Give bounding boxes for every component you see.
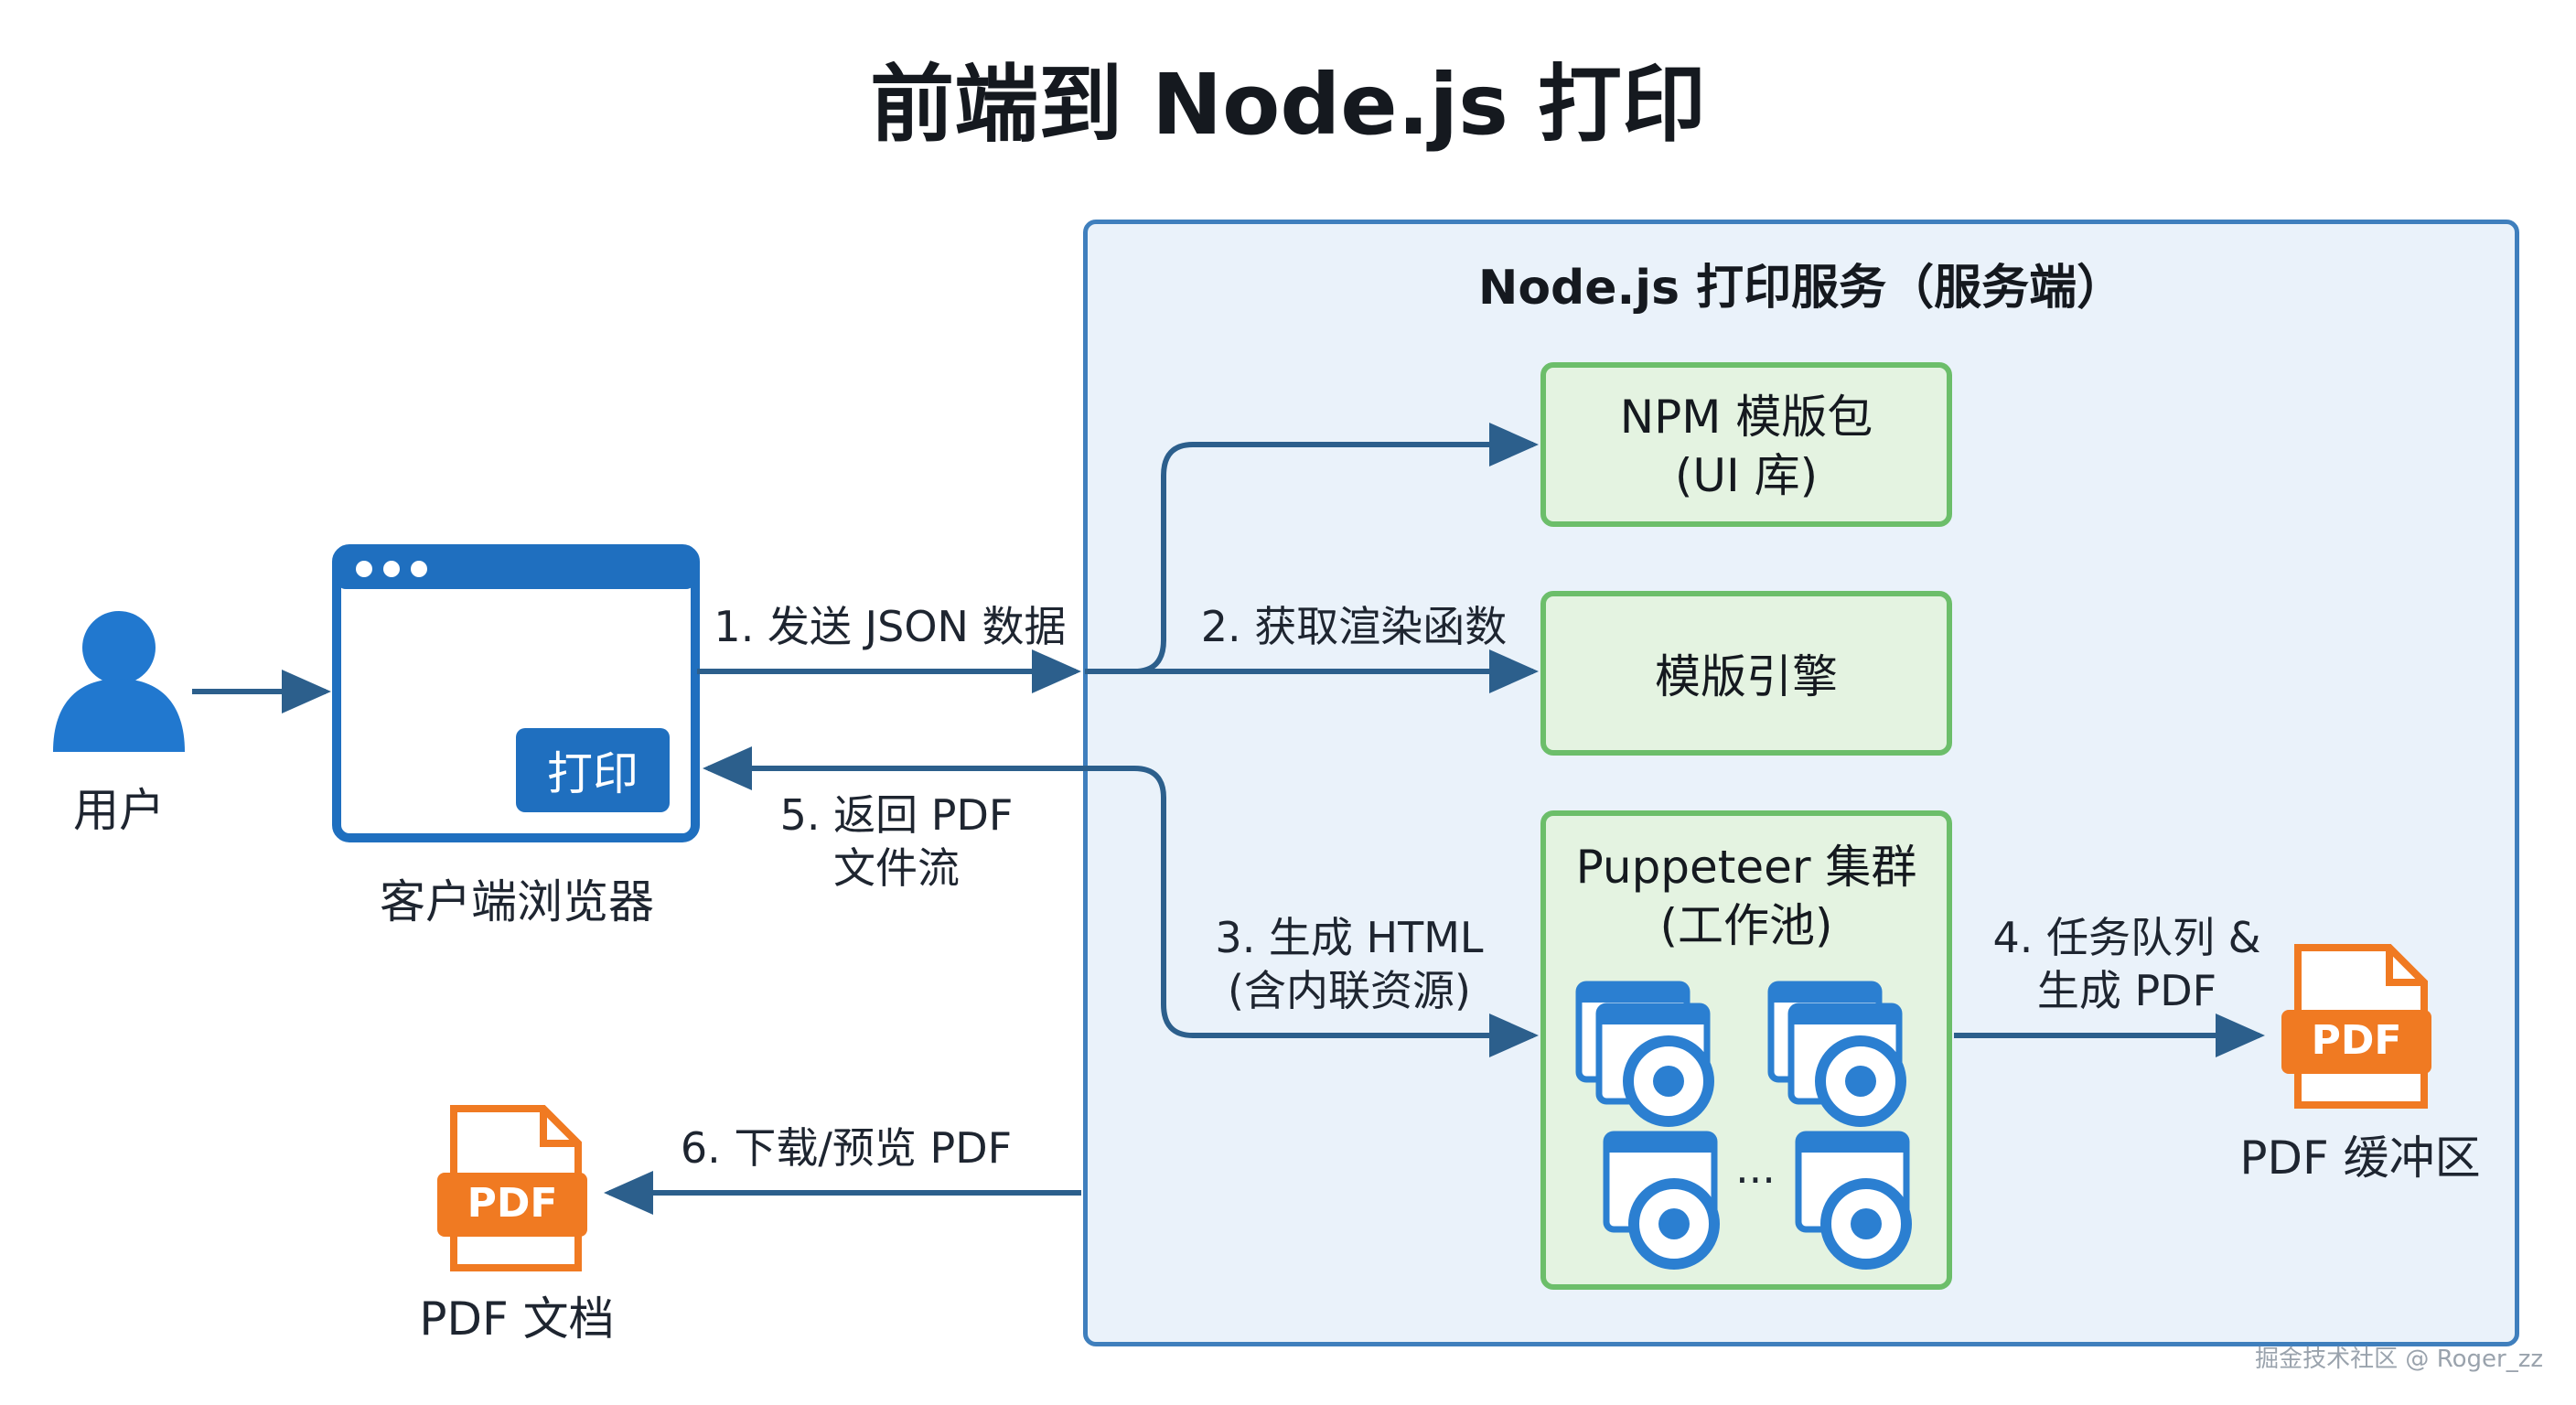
step6-label: 6. 下载/预览 PDF — [680, 1123, 1013, 1173]
watermark: 掘金技术社区 @ Roger_zz — [2255, 1346, 2543, 1373]
step4-line1: 4. 任务队列 & — [1992, 913, 2261, 962]
user-icon — [53, 611, 185, 752]
step5-line1: 5. 返回 PDF — [779, 790, 1014, 840]
diagram-title: 前端到 Node.js 打印 — [870, 56, 1706, 154]
browser-chrome-icon — [1767, 981, 1906, 1127]
step3-label: 3. 生成 HTML (含内联资源) — [1180, 911, 1519, 1017]
puppeteer-line1: Puppeteer 集群 — [1575, 841, 1917, 894]
step5-line2: 文件流 — [833, 843, 960, 893]
npm-box-line1: NPM 模版包 — [1619, 391, 1873, 444]
puppeteer-line2: (工作池) — [1659, 899, 1833, 952]
print-button-label: 打印 — [547, 747, 639, 800]
step2-label: 2. 获取渲染函数 — [1200, 602, 1508, 651]
template-engine-box: 模版引擎 — [1540, 591, 1952, 756]
user-label: 用户 — [73, 784, 165, 837]
npm-package-box: NPM 模版包 (UI 库) — [1540, 362, 1952, 527]
template-engine-label: 模版引擎 — [1655, 650, 1838, 703]
pdf-document-label: PDF 文档 — [419, 1292, 615, 1346]
pdf-doc-icon-text: PDF — [467, 1180, 558, 1227]
pdf-buffer-icon-text: PDF — [2311, 1017, 2402, 1064]
arrow-step5-return — [703, 746, 1533, 1038]
step5-label: 5. 返回 PDF 文件流 — [750, 788, 1043, 895]
step3-line2: (含内联资源) — [1228, 966, 1471, 1015]
step1-label: 1. 发送 JSON 数据 — [714, 602, 1067, 651]
browser-chrome-icon — [1575, 981, 1714, 1127]
service-title: Node.js 打印服务（服务端） — [1477, 261, 2125, 316]
pdf-buffer-label: PDF 缓冲区 — [2239, 1132, 2481, 1185]
step3-line1: 3. 生成 HTML — [1215, 913, 1484, 962]
npm-box-line2: (UI 库) — [1674, 449, 1819, 502]
step4-label: 4. 任务队列 & 生成 PDF — [1967, 911, 2287, 1017]
browser-chrome-icon — [1603, 1131, 1720, 1270]
step4-line2: 生成 PDF — [2036, 966, 2217, 1015]
browser-label: 客户端浏览器 — [380, 875, 654, 928]
pdf-document-icon — [437, 1105, 587, 1271]
browser-chrome-icon — [1795, 1131, 1912, 1270]
print-button[interactable] — [516, 728, 670, 812]
puppeteer-ellipsis: ... — [1735, 1143, 1776, 1193]
pdf-buffer-icon — [2281, 944, 2431, 1109]
